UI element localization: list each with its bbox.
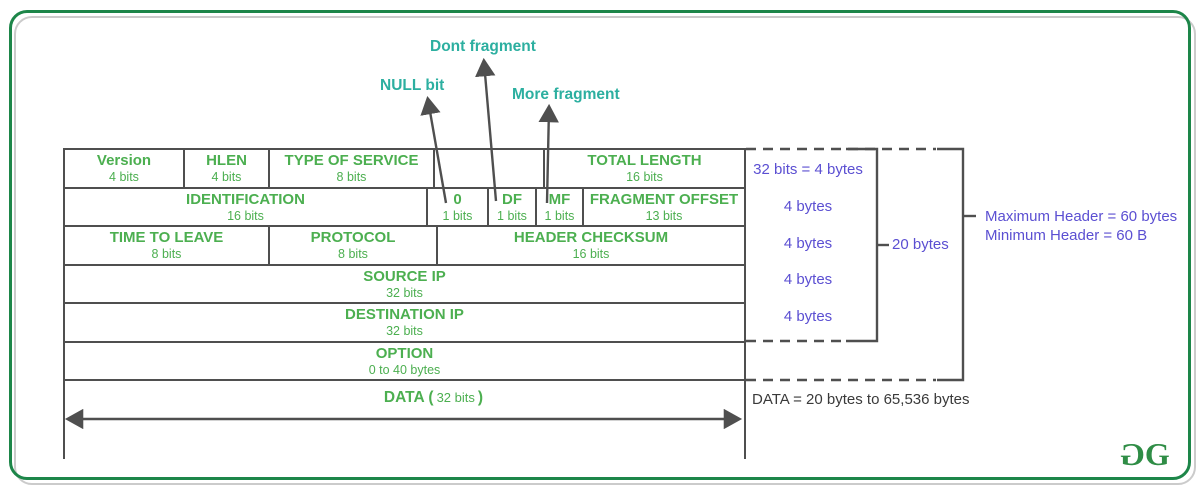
logo-letter: G <box>1122 436 1145 472</box>
max-header-note: Maximum Header = 60 bytes <box>985 208 1178 225</box>
field-cell: DATA (32 bits) <box>63 379 746 459</box>
min-header-note: Minimum Header = 60 B <box>985 227 1148 244</box>
data-size-note: DATA = 20 bytes to 65,536 bytes <box>752 391 970 408</box>
row-bytes-note: 4 bytes <box>783 271 833 288</box>
geeksforgeeks-logo: GG <box>1122 436 1170 473</box>
more-fragment-label: More fragment <box>512 86 620 103</box>
header-size-note: Maximum Header = 60 bytes Minimum Header… <box>985 207 1177 245</box>
card-border <box>9 10 1191 480</box>
row-bytes-note: 32 bits = 4 bytes <box>753 161 863 178</box>
null-bit-label: NULL bit <box>380 77 445 94</box>
logo-letter: G <box>1144 436 1170 472</box>
row-bytes-note: 4 bytes <box>783 198 833 215</box>
dont-fragment-label: Dont fragment <box>430 38 536 55</box>
row-bytes-note: 4 bytes <box>783 308 833 325</box>
row-bytes-note: 4 bytes <box>783 235 833 252</box>
twenty-bytes-label: 20 bytes <box>892 236 949 253</box>
card-shadow-border <box>14 16 1196 485</box>
field-cell <box>433 148 545 189</box>
